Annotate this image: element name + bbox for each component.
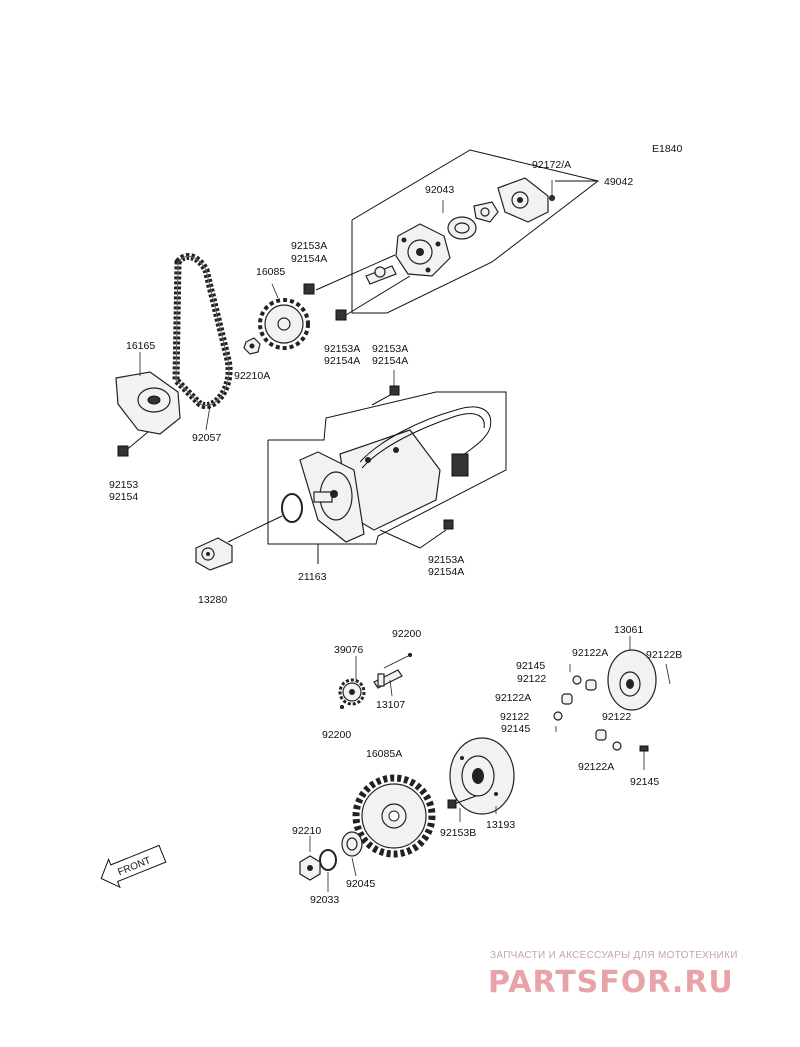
pump-body bbox=[395, 223, 451, 277]
label-13061: 13061 bbox=[614, 624, 643, 636]
watermark-logo: PARTSFOR.RU bbox=[488, 965, 734, 1000]
label-92122A-b: 92122A bbox=[495, 692, 531, 704]
label-92200-a: 92200 bbox=[392, 628, 421, 640]
label-92153B: 92153B bbox=[440, 827, 476, 839]
label-92145-a: 92145 bbox=[516, 660, 545, 672]
label-92122-a: 92122 bbox=[517, 673, 546, 685]
label-16165: 16165 bbox=[126, 340, 155, 352]
pump-inner-rotor bbox=[447, 216, 477, 240]
label-92145-b: 92145 bbox=[501, 723, 530, 735]
bolt-92153A-lower bbox=[335, 275, 411, 321]
label-92145-c: 92145 bbox=[630, 776, 659, 788]
diagram-code: E1840 bbox=[652, 143, 683, 155]
label-13107: 13107 bbox=[376, 699, 405, 711]
label-39076: 39076 bbox=[334, 644, 363, 656]
label-13193: 13193 bbox=[486, 819, 515, 831]
group-frame-49042 bbox=[351, 149, 600, 314]
starter-motor-body bbox=[299, 429, 441, 543]
watermark-tagline: ЗАПЧАСТИ И АКСЕССУАРЫ ДЛЯ МОТОТЕХНИКИ bbox=[490, 950, 738, 961]
label-49042: 49042 bbox=[604, 176, 633, 188]
group-frame-21163 bbox=[267, 391, 507, 545]
label-92153A-b: 92153A bbox=[324, 343, 360, 355]
starter-gear-16085A bbox=[352, 774, 436, 858]
label-92122-b: 92122 bbox=[500, 711, 529, 723]
label-92210: 92210 bbox=[292, 825, 321, 837]
rollers bbox=[553, 664, 649, 770]
label-92154A-a: 92154A bbox=[291, 253, 327, 265]
nut-92210A bbox=[243, 337, 261, 355]
oil-pump-assembly bbox=[303, 149, 600, 321]
starter-cable bbox=[359, 406, 492, 477]
label-92122-c: 92122 bbox=[602, 711, 631, 723]
label-92200-b: 92200 bbox=[322, 729, 351, 741]
label-92033: 92033 bbox=[310, 894, 339, 906]
label-92210A: 92210A bbox=[234, 370, 270, 382]
chain-guide-plate bbox=[115, 371, 181, 435]
label-92043: 92043 bbox=[425, 184, 454, 196]
label-92154A-c: 92154A bbox=[372, 355, 408, 367]
label-92153: 92153 bbox=[109, 479, 138, 491]
label-13280: 13280 bbox=[198, 594, 227, 606]
label-92154: 92154 bbox=[109, 491, 138, 503]
drive-sprocket bbox=[258, 298, 310, 350]
pump-shaft bbox=[365, 265, 397, 285]
rotor-13061 bbox=[607, 649, 657, 711]
idle-shaft-13107 bbox=[373, 669, 403, 689]
front-arrow: FRONT bbox=[100, 844, 167, 889]
bolt-92153A-upper bbox=[303, 254, 396, 295]
bolt-92153B bbox=[447, 795, 477, 822]
label-92122A-a: 92122A bbox=[572, 647, 608, 659]
bolt-92153 bbox=[117, 431, 149, 457]
starter-clutch-13280 bbox=[195, 537, 233, 571]
starter-bolt-lower bbox=[379, 519, 454, 549]
o-ring bbox=[227, 493, 303, 543]
label-92154A-b: 92154A bbox=[324, 355, 360, 367]
label-16085: 16085 bbox=[256, 266, 285, 278]
pump-rotor bbox=[473, 201, 499, 223]
clutch-housing-13193 bbox=[449, 737, 515, 815]
bearing-92045 bbox=[341, 831, 363, 857]
label-21163: 21163 bbox=[298, 571, 327, 583]
label-92154A-d: 92154A bbox=[428, 566, 464, 578]
label-92122B: 92122B bbox=[646, 649, 682, 661]
washer-92033 bbox=[319, 849, 337, 871]
label-92153A-d: 92153A bbox=[428, 554, 464, 566]
label-92057: 92057 bbox=[192, 432, 221, 444]
label-92172: 92172/A bbox=[532, 159, 571, 171]
drive-chain bbox=[172, 252, 233, 409]
label-92122A-c: 92122A bbox=[578, 761, 614, 773]
label-92153A-a: 92153A bbox=[291, 240, 327, 252]
idle-gear-39076 bbox=[338, 678, 366, 706]
label-92153A-c: 92153A bbox=[372, 343, 408, 355]
pump-cover bbox=[497, 177, 549, 223]
label-16085A: 16085A bbox=[366, 748, 402, 760]
nut-92210 bbox=[299, 855, 321, 881]
label-92045: 92045 bbox=[346, 878, 375, 890]
starter-motor-assembly bbox=[227, 370, 507, 564]
starter-bolt-upper bbox=[371, 370, 400, 406]
